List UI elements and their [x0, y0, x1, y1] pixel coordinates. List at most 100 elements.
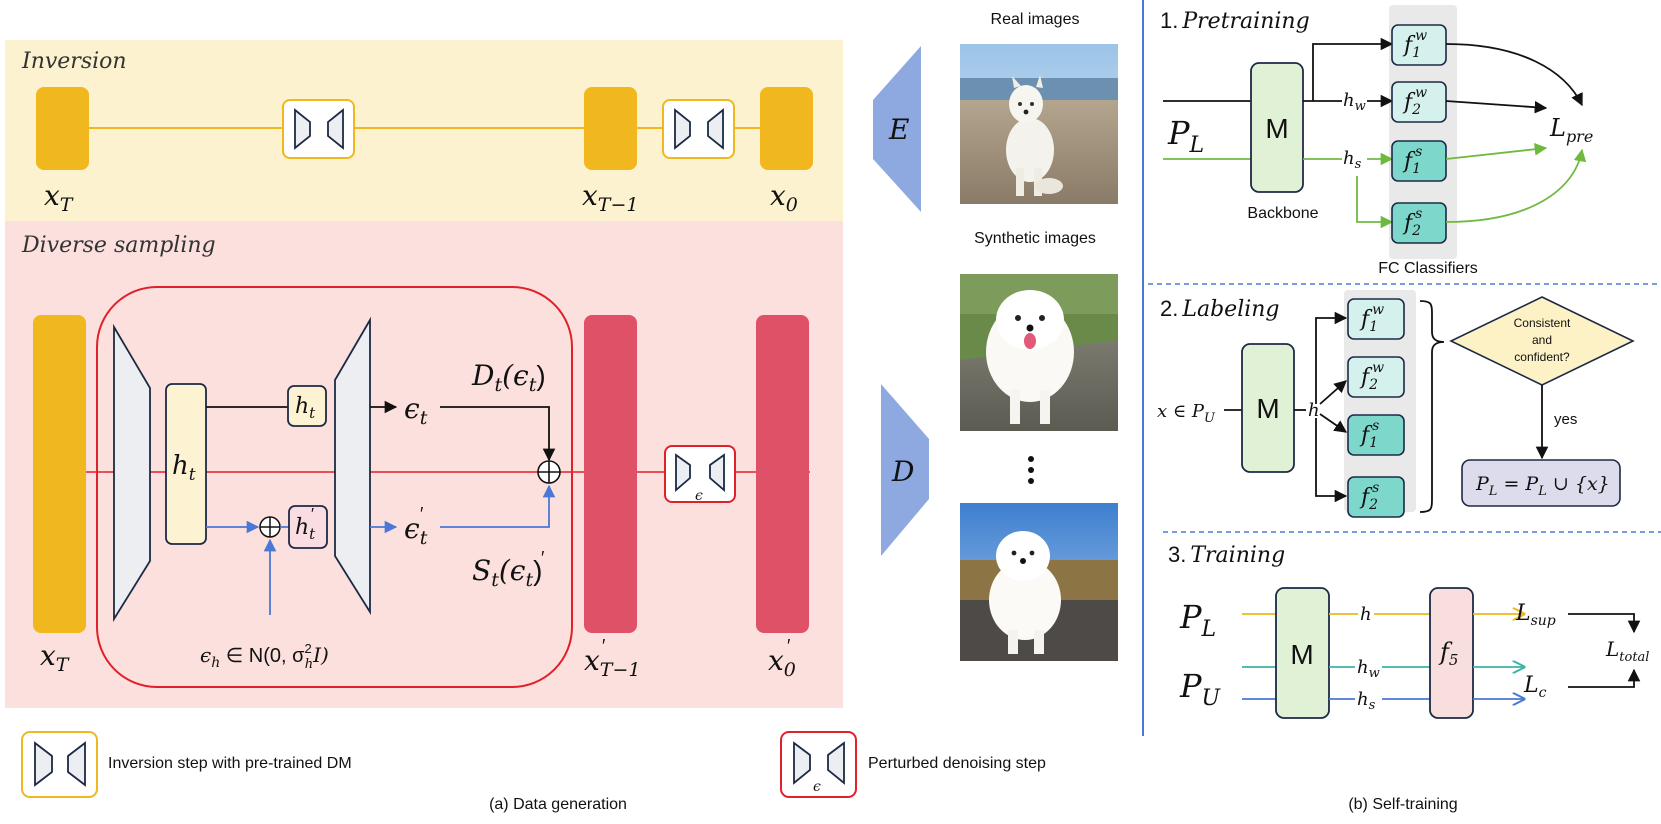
label-x0-diverse: x0 — [768, 644, 796, 681]
labeling-fc-f2s: f2s — [1347, 476, 1405, 518]
pretraining-fc-f2s: f2s — [1391, 202, 1447, 244]
label-ht-small: ht — [295, 394, 316, 422]
labeling-fc-f1s: f1s — [1347, 414, 1405, 456]
inversion-block-x0 — [760, 87, 813, 170]
unet-encoder — [113, 323, 151, 623]
diverse-block-xT — [33, 315, 86, 633]
svg-text:f1s: f1s — [1402, 144, 1422, 177]
svg-text:ϵ: ϵ — [695, 488, 703, 504]
pretraining-branch-f2s — [1356, 176, 1394, 229]
prime-mark-eps: ′ — [420, 504, 424, 524]
backbone-label: Backbone — [1247, 205, 1318, 222]
loss-arrow-f2s — [1445, 148, 1587, 223]
labeling-branch-f2w — [1319, 380, 1347, 405]
inversion-step-icon-2 — [662, 99, 735, 159]
loss-arrow-f2w — [1445, 100, 1548, 114]
pretraining-hw-label: hw — [1343, 90, 1366, 114]
training-h: h — [1360, 604, 1372, 625]
update-label: PL = PL ∪ {x} — [1475, 473, 1610, 499]
label-eps-prime: ϵt — [404, 512, 428, 549]
legend-inversion — [21, 731, 98, 798]
pretraining-fc-band — [1389, 5, 1457, 259]
training-lsup: Lsup — [1515, 601, 1556, 629]
eps-t-to-sum — [440, 406, 556, 462]
loss-arrow-f1s — [1445, 142, 1548, 160]
eps-prime-to-sum — [440, 484, 556, 528]
caption-b: (b) Self-training — [1348, 796, 1457, 813]
synthetic-images-label: Synthetic images — [974, 230, 1096, 247]
label-dt: Dt(ϵt) — [471, 359, 546, 396]
inversion-step-icon — [282, 99, 355, 159]
labeling-model-label: M — [1256, 393, 1279, 424]
labeling-branch-f1s — [1319, 413, 1348, 433]
svg-text:f2s: f2s — [1359, 480, 1379, 513]
decoder-label: D — [891, 455, 914, 488]
legend-perturbed: ϵ — [780, 731, 857, 798]
prime-mark-st: ′ — [541, 548, 545, 568]
ellipsis-dot-2 — [1028, 467, 1034, 473]
bottleneck-ht — [165, 383, 207, 545]
inversion-title: Inversion — [21, 49, 127, 74]
decision-line1: Consistent — [1514, 316, 1571, 330]
pretraining-model-label: M — [1265, 113, 1288, 144]
label-eps-t: ϵt — [404, 392, 428, 429]
training-pu: PU — [1179, 667, 1222, 711]
svg-text:f1w: f1w — [1402, 28, 1427, 61]
decoder-wedge — [881, 384, 929, 556]
legend-perturbed-label: Perturbed denoising step — [868, 755, 1046, 772]
training-f5 — [1429, 587, 1474, 719]
prime-mark-h: ′ — [311, 506, 314, 523]
label-xT-diverse: xT — [40, 639, 70, 676]
decision-line2: and — [1532, 333, 1552, 347]
label-xT1-diverse: xT−1 — [584, 644, 640, 681]
inversion-block-xT1 — [584, 87, 637, 170]
labeling-fc-band — [1344, 290, 1416, 512]
svg-text:f1s: f1s — [1359, 418, 1379, 451]
training-lc-to-total — [1568, 668, 1641, 688]
diverse-title: Diverse sampling — [21, 233, 216, 258]
synthetic-dog-image-2 — [960, 503, 1118, 661]
panel-a: Inversion xT xT−1 x0 Diverse sampling — [5, 11, 1118, 813]
pretraining-branch-f1w — [1312, 37, 1394, 101]
prime-mark-xT1: ′ — [602, 636, 606, 656]
ht-small-box — [287, 385, 327, 427]
inversion-block-xT — [36, 87, 89, 170]
pretraining-hs-label: hs — [1343, 148, 1362, 172]
label-ht-main: ht — [172, 451, 196, 485]
label-x0-inversion: x0 — [770, 179, 798, 216]
labeling-branch-f2s — [1315, 418, 1348, 503]
training-pl: PL — [1179, 598, 1216, 642]
training-model — [1275, 587, 1330, 719]
decision-yes-label: yes — [1554, 411, 1577, 428]
fc-classifiers-label: FC Classifiers — [1378, 260, 1478, 277]
real-dog-image — [960, 44, 1118, 204]
pretraining-fc-f2w: f2w — [1391, 81, 1447, 123]
labeling-title: 2.Labeling — [1160, 296, 1280, 322]
pretraining-loss: Lpre — [1549, 114, 1593, 146]
decision-line3: confident? — [1514, 350, 1570, 364]
pretraining-title: 1.Pretraining — [1160, 8, 1310, 34]
training-lsup-to-total — [1568, 613, 1641, 634]
ellipsis-dot-1 — [1028, 456, 1034, 462]
labeling-brace — [1419, 300, 1445, 513]
training-lc: Lc — [1523, 673, 1547, 701]
legend-inversion-label: Inversion step with pre-trained DM — [108, 755, 352, 772]
perturbed-step-icon: ϵ — [664, 445, 736, 504]
update-box — [1461, 459, 1621, 507]
labeling-branch-f1w — [1315, 311, 1348, 404]
pretraining-fc-f1w: f1w — [1391, 24, 1447, 66]
svg-text:ϵ: ϵ — [813, 779, 821, 795]
training-hw: hw — [1357, 657, 1380, 681]
pretraining-model — [1250, 62, 1304, 193]
unet-decoder — [334, 316, 371, 616]
encoder-wedge — [873, 46, 921, 212]
encoder-label: E — [888, 113, 909, 146]
prime-mark-x0: ′ — [787, 636, 791, 656]
synthetic-dog-image-1 — [960, 274, 1118, 431]
diverse-block-x0 — [756, 315, 809, 633]
perturb-sum-node — [259, 516, 281, 538]
training-hs: hs — [1357, 689, 1376, 713]
loss-arrow-f1w — [1445, 43, 1583, 107]
